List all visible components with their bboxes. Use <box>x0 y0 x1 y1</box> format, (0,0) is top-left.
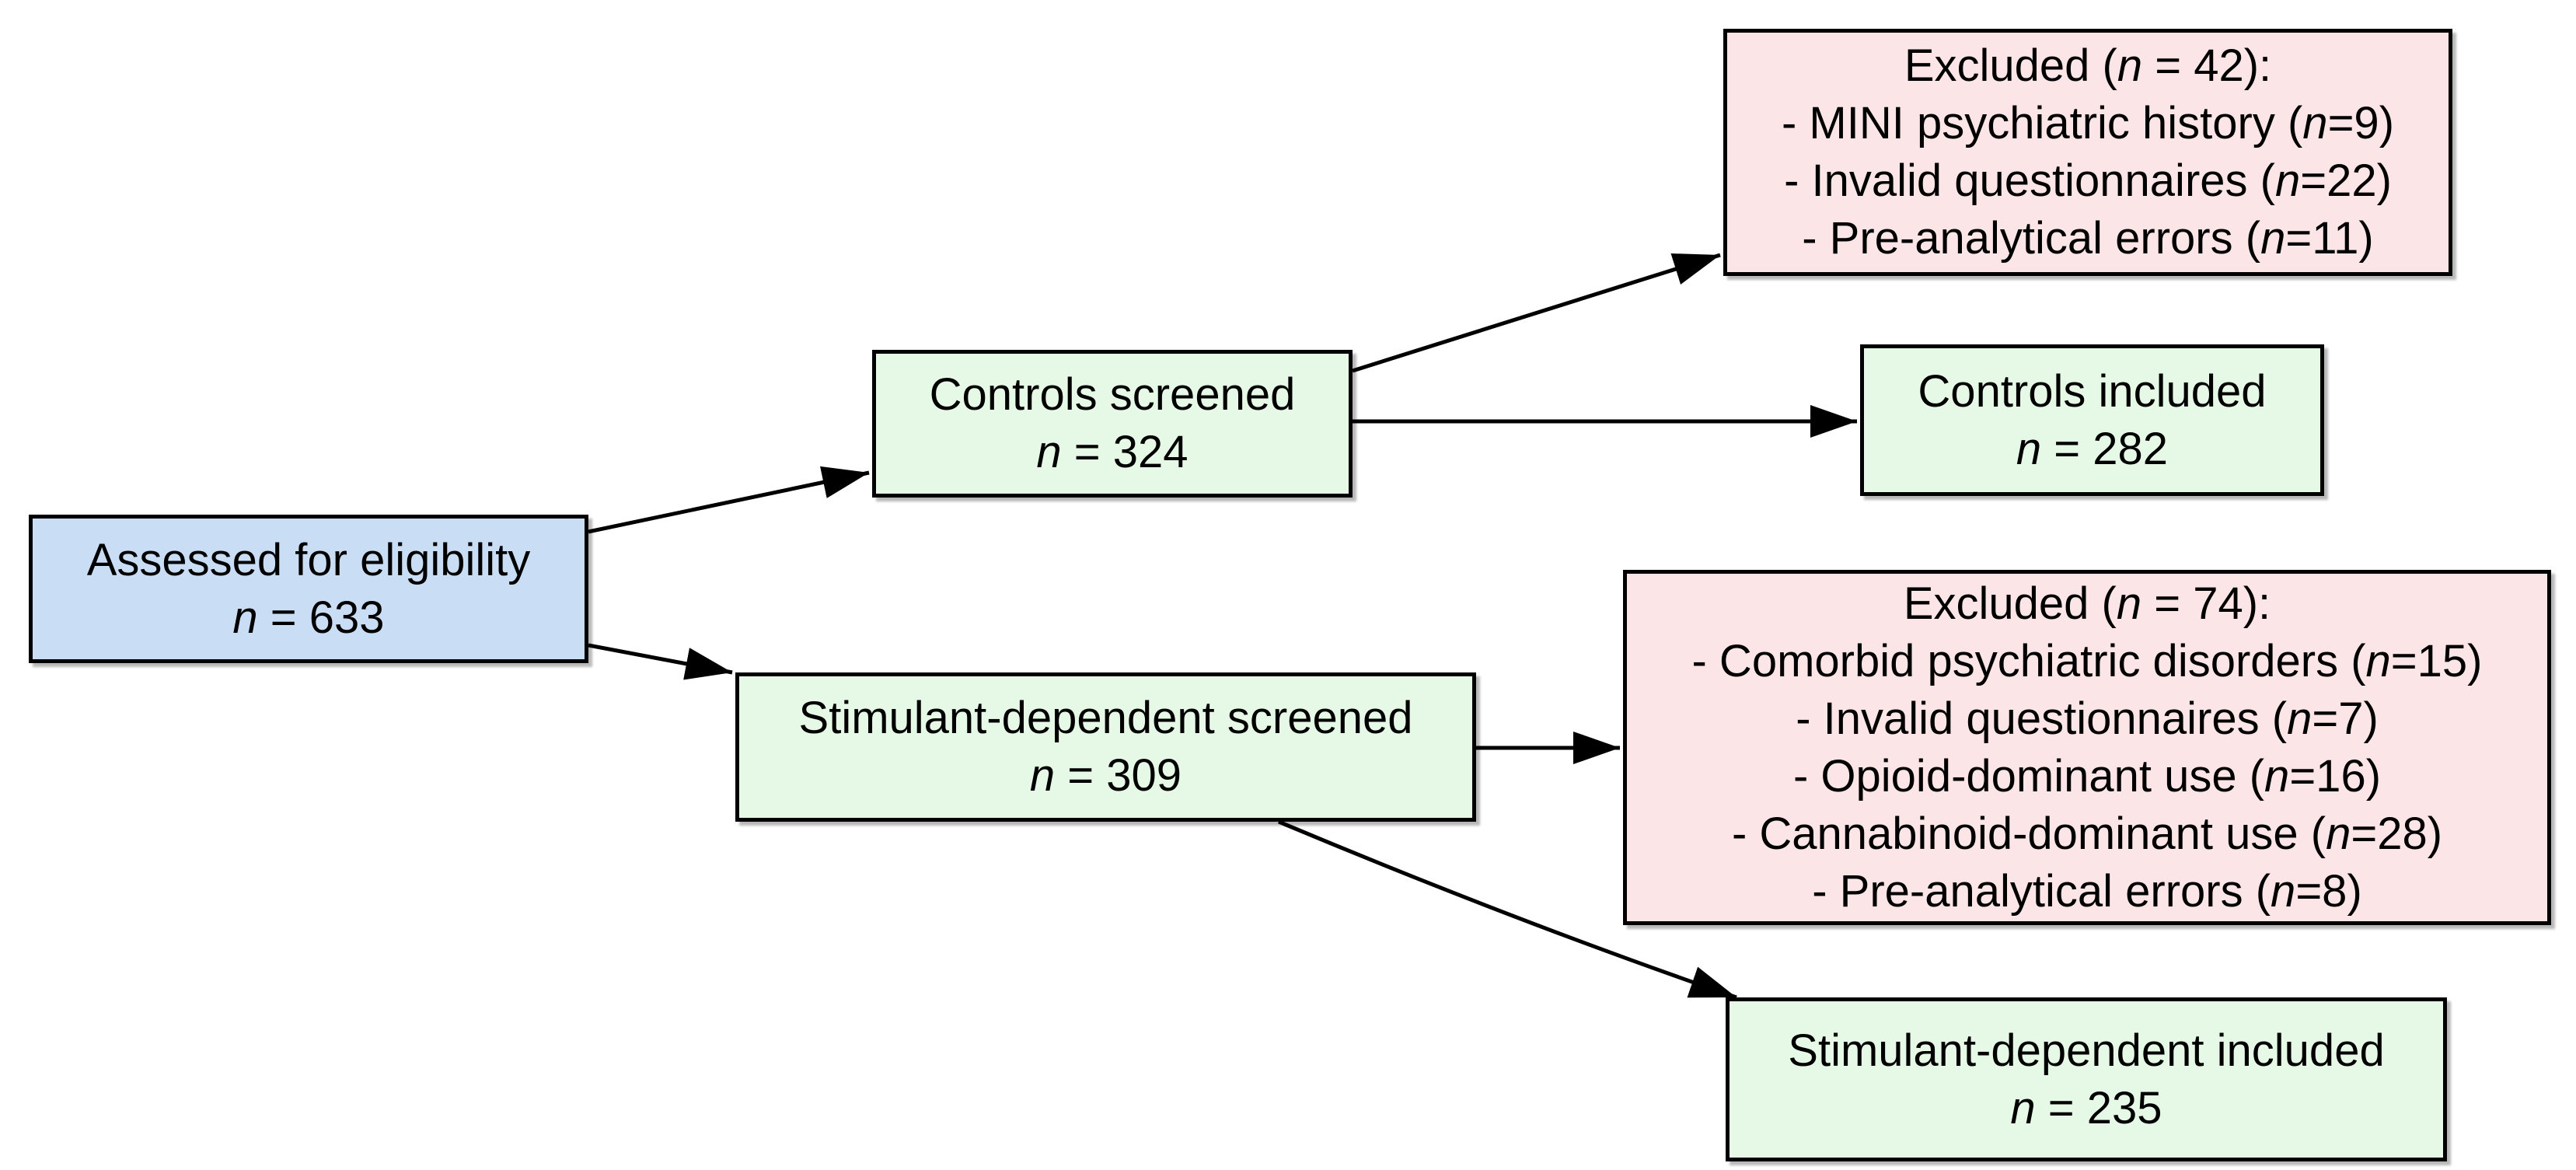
exclusion-item: - Cannabinoid-dominant use (n=28) <box>1731 808 2443 859</box>
node-title: Controls included <box>1918 365 2267 417</box>
node-title: Excluded (n = 42): <box>1904 40 2272 91</box>
node-stimulant-dependent-included: Stimulant-dependent included n = 235 <box>1726 997 2447 1161</box>
node-title: Excluded (n = 74): <box>1903 578 2271 629</box>
node-count: n = 324 <box>1036 427 1189 477</box>
node-title: Stimulant-dependent included <box>1788 1025 2385 1076</box>
node-stimulant-dependent-screened: Stimulant-dependent screened n = 309 <box>735 672 1476 822</box>
exclusion-item: - Comorbid psychiatric disorders (n=15) <box>1691 635 2483 686</box>
node-title: Stimulant-dependent screened <box>798 693 1413 743</box>
node-count: n = 235 <box>2010 1082 2162 1133</box>
arrow-assessed-to-controls-screened <box>588 466 870 534</box>
node-title: Controls screened <box>929 369 1296 420</box>
exclusion-item: - Invalid questionnaires (n=22) <box>1784 155 2392 206</box>
exclusion-item: - Opioid-dominant use (n=16) <box>1792 750 2382 802</box>
node-controls-included: Controls included n = 282 <box>1860 344 2324 496</box>
exclusion-item: - Invalid questionnaires (n=7) <box>1796 693 2379 744</box>
node-controls-screened: Controls screened n = 324 <box>872 350 1353 498</box>
node-assessed-for-eligibility: Assessed for eligibility n = 633 <box>29 515 588 663</box>
node-count: n = 282 <box>2016 423 2169 474</box>
arrow-controls-screened-to-excluded <box>1352 253 1721 373</box>
exclusion-item: - Pre-analytical errors (n=8) <box>1812 865 2362 917</box>
exclusion-item: - Pre-analytical errors (n=11) <box>1802 213 2374 264</box>
node-title: Assessed for eligibility <box>86 534 531 585</box>
exclusion-item: - MINI psychiatric history (n=9) <box>1781 98 2395 148</box>
node-count: n = 309 <box>1029 750 1182 801</box>
node-count: n = 633 <box>232 592 385 643</box>
node-excluded-controls: Excluded (n = 42): - MINI psychiatric hi… <box>1723 29 2452 276</box>
arrow-assessed-to-stimulant-screened <box>588 643 733 680</box>
node-excluded-stimulant: Excluded (n = 74): - Comorbid psychiatri… <box>1623 570 2551 925</box>
